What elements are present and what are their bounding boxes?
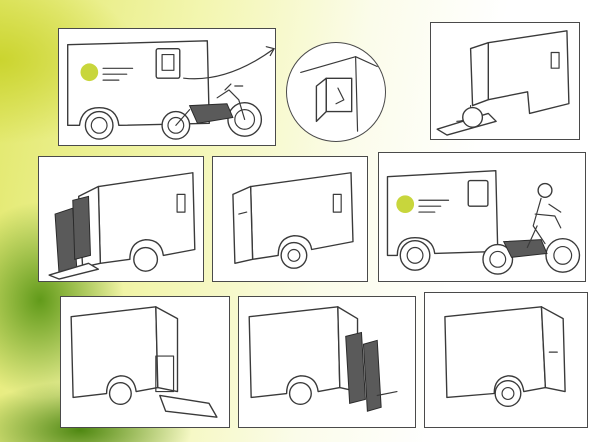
illustration-bike-trailer bbox=[59, 29, 275, 145]
illustration-panels-out bbox=[39, 157, 203, 281]
panel-rear-open-ramp bbox=[60, 296, 230, 428]
illustration-hatch bbox=[287, 43, 385, 141]
logo-dot-icon bbox=[80, 63, 98, 81]
illustration-trailer-closed bbox=[213, 157, 367, 281]
panel-trailer-standing bbox=[424, 292, 588, 428]
illustration-ramp bbox=[431, 23, 579, 139]
logo-dot-icon bbox=[396, 195, 414, 213]
panel-bike-trailer-attached bbox=[58, 28, 276, 146]
panel-hatch-closeup bbox=[286, 42, 386, 142]
illustration-trailer-standing bbox=[425, 293, 587, 427]
illustration-rider bbox=[379, 153, 585, 281]
illustration-rear-open bbox=[61, 297, 229, 427]
panel-panels-loading bbox=[238, 296, 416, 428]
panel-panels-unloaded bbox=[38, 156, 204, 282]
rider-head bbox=[538, 184, 552, 198]
illustration-panels-loading bbox=[239, 297, 415, 427]
panel-rider-towing bbox=[378, 152, 586, 282]
panel-trailer-closed bbox=[212, 156, 368, 282]
panel-ramp-deployed bbox=[430, 22, 580, 140]
